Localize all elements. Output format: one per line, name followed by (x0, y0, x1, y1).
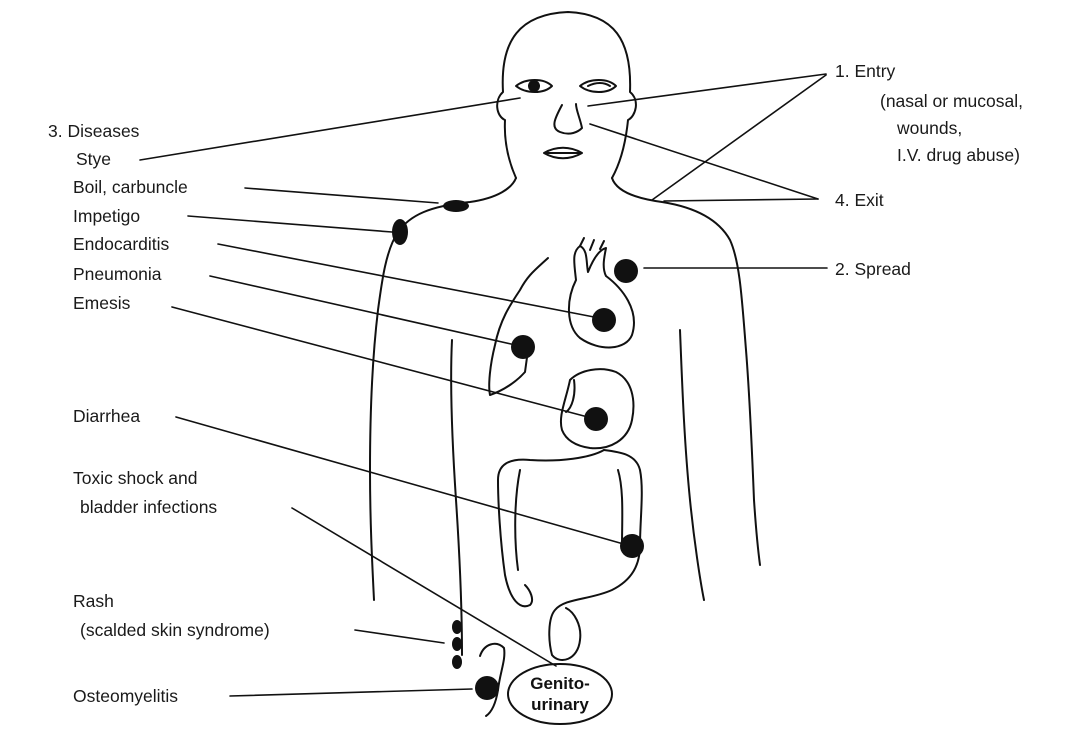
genitourinary-label: Genito- urinary (510, 673, 610, 715)
mouth-outline (544, 148, 582, 159)
leader-boil (245, 188, 438, 203)
site-osteomyelitis (475, 676, 499, 700)
leader-rash (355, 630, 444, 643)
site-spread (614, 259, 638, 283)
torso-left-outline (370, 178, 516, 600)
leader-lines (140, 74, 827, 696)
lung-outline (489, 258, 548, 395)
label-emesis: Emesis (73, 292, 130, 314)
right-inner-arm (680, 330, 704, 600)
site-diarrhea (620, 534, 644, 558)
entry-detail-1: (nasal or mucosal, (880, 90, 1023, 112)
leader-toxic-shock (292, 508, 556, 666)
intestine-outline (498, 450, 604, 606)
leader-exit-nose (590, 124, 818, 199)
label-rash-2: (scalded skin syndrome) (80, 619, 270, 641)
leader-pneumonia (210, 276, 511, 344)
site-impetigo (392, 219, 408, 245)
genitourinary-line-1: Genito- (510, 673, 610, 694)
nose-outline (554, 104, 582, 134)
leader-emesis (172, 307, 584, 416)
label-pneumonia: Pneumonia (73, 263, 162, 285)
label-diarrhea: Diarrhea (73, 405, 140, 427)
site-endocarditis (592, 308, 616, 332)
site-emesis (584, 407, 608, 431)
label-stye: Stye (76, 148, 111, 170)
label-impetigo: Impetigo (73, 205, 140, 227)
leader-osteomyelitis (230, 689, 472, 696)
site-boil (443, 200, 469, 212)
diseases-title: 3. Diseases (48, 120, 139, 142)
label-rash-1: Rash (73, 590, 114, 612)
entry-detail-2: wounds, (897, 117, 962, 139)
label-boil: Boil, carbuncle (73, 176, 188, 198)
leader-impetigo (188, 216, 392, 232)
site-rash-2 (452, 637, 462, 651)
site-rash-1 (452, 620, 462, 634)
genitourinary-line-2: urinary (510, 694, 610, 715)
eye-left-icon (516, 80, 552, 92)
leader-endocarditis (218, 244, 594, 317)
spread-label: 2. Spread (835, 258, 911, 280)
label-toxic-shock-2: bladder infections (80, 496, 217, 518)
label-osteomyelitis: Osteomyelitis (73, 685, 178, 707)
exit-label: 4. Exit (835, 189, 884, 211)
leader-exit-skin (664, 199, 818, 201)
eye-right-icon (580, 80, 616, 92)
torso-right-outline (612, 178, 760, 565)
site-rash-3 (452, 655, 462, 669)
label-toxic-shock-1: Toxic shock and (73, 467, 198, 489)
leader-stye (140, 98, 520, 160)
label-endocarditis: Endocarditis (73, 233, 169, 255)
site-pneumonia (511, 335, 535, 359)
entry-detail-3: I.V. drug abuse) (897, 144, 1020, 166)
entry-title: 1. Entry (835, 60, 895, 82)
leader-diarrhea (176, 417, 620, 543)
